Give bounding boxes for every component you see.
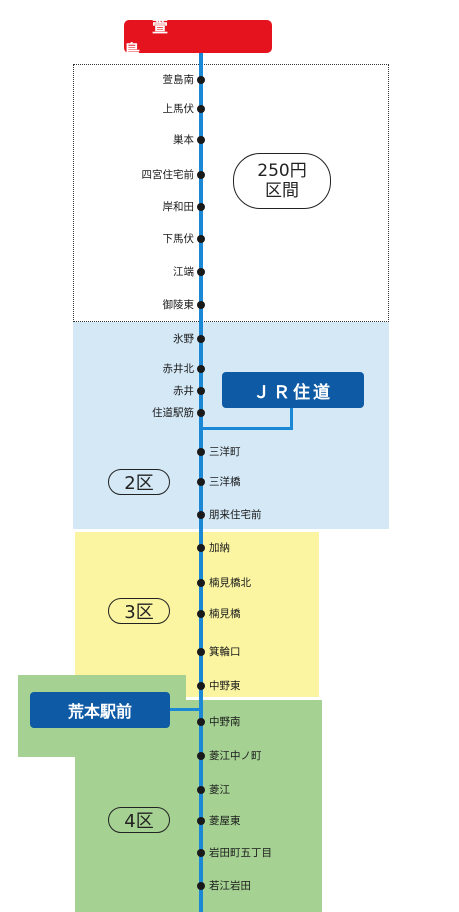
stop-label[interactable]: 岩田町五丁目 — [209, 847, 272, 859]
zone-2-badge: 2区 — [108, 469, 170, 495]
zone-3-badge: 3区 — [108, 598, 170, 624]
stop-label[interactable]: 菱江 — [209, 784, 230, 796]
transfer-jr-suminodo[interactable]: ＪＲ住道 — [222, 372, 364, 408]
stop-label[interactable]: 中野南 — [209, 716, 241, 728]
stop-label[interactable]: 楠見橋 — [209, 608, 241, 620]
stop-label[interactable]: 氷野 — [173, 333, 194, 345]
zone-250yen-caption: 区間 — [265, 181, 299, 201]
stop-dot[interactable] — [197, 610, 205, 618]
stop-label[interactable]: 加納 — [209, 542, 230, 554]
stop-label[interactable]: 菱屋東 — [209, 815, 241, 827]
stop-label[interactable]: 上馬伏 — [162, 103, 195, 115]
stop-label[interactable]: 萱島南 — [162, 74, 195, 86]
stop-dot[interactable] — [197, 544, 205, 552]
zone-4-badge: 4区 — [108, 807, 170, 833]
stop-dot[interactable] — [197, 882, 205, 890]
arakawa-connector — [168, 708, 201, 711]
zone-4-area — [75, 700, 322, 912]
stop-dot[interactable] — [197, 817, 205, 825]
jr-connector-horizontal — [201, 427, 293, 430]
stop-dot[interactable] — [197, 171, 205, 179]
stop-dot[interactable] — [197, 448, 205, 456]
zone-250yen-price: 250円 — [257, 161, 307, 181]
stop-dot[interactable] — [197, 648, 205, 656]
stop-label[interactable]: 三洋町 — [209, 446, 241, 458]
zone-2-area — [73, 322, 389, 529]
jr-connector-vertical — [290, 406, 293, 430]
zone-250yen-area — [73, 64, 389, 322]
stop-label[interactable]: 箕輪口 — [209, 646, 241, 658]
stop-label[interactable]: 赤井 — [173, 385, 194, 397]
stop-dot[interactable] — [197, 203, 205, 211]
stop-dot[interactable] — [197, 849, 205, 857]
stop-dot[interactable] — [197, 301, 205, 309]
stop-label[interactable]: 下馬伏 — [162, 233, 195, 245]
stop-dot[interactable] — [197, 478, 205, 486]
stop-label[interactable]: 若江岩田 — [209, 880, 251, 892]
stop-dot[interactable] — [197, 752, 205, 760]
transfer-aramoto-ekimae[interactable]: 荒本駅前 — [30, 692, 170, 728]
stop-dot[interactable] — [197, 682, 205, 690]
stop-label[interactable]: 菱江中ノ町 — [209, 750, 262, 762]
stop-dot[interactable] — [197, 579, 205, 587]
stop-label[interactable]: 住道駅筋 — [152, 407, 194, 419]
stop-dot[interactable] — [197, 105, 205, 113]
stop-label[interactable]: 中野東 — [209, 680, 241, 692]
stop-label[interactable]: 楠見橋北 — [209, 577, 251, 589]
stop-label[interactable]: 三洋橋 — [209, 476, 241, 488]
stop-dot[interactable] — [197, 511, 205, 519]
stop-dot[interactable] — [197, 235, 205, 243]
stop-label[interactable]: 御陵東 — [162, 299, 195, 311]
stop-label[interactable]: 江端 — [173, 266, 194, 278]
stop-dot[interactable] — [197, 268, 205, 276]
stop-label[interactable]: 岸和田 — [162, 201, 195, 213]
stop-label[interactable]: 赤井北 — [162, 363, 195, 375]
stop-dot[interactable] — [197, 409, 205, 417]
zone-250yen-badge: 250円 区間 — [233, 153, 331, 209]
stop-label[interactable]: 巣本 — [173, 134, 194, 146]
stop-dot[interactable] — [197, 786, 205, 794]
stop-dot[interactable] — [197, 76, 205, 84]
stop-label[interactable]: 朋来住宅前 — [209, 509, 262, 521]
stop-dot[interactable] — [197, 365, 205, 373]
stop-dot[interactable] — [197, 718, 205, 726]
terminal-station[interactable]: 萱 島 — [124, 17, 272, 60]
stop-label[interactable]: 四宮住宅前 — [141, 169, 195, 181]
stop-dot[interactable] — [197, 387, 205, 395]
stop-dot[interactable] — [197, 335, 205, 343]
stop-dot[interactable] — [197, 136, 205, 144]
